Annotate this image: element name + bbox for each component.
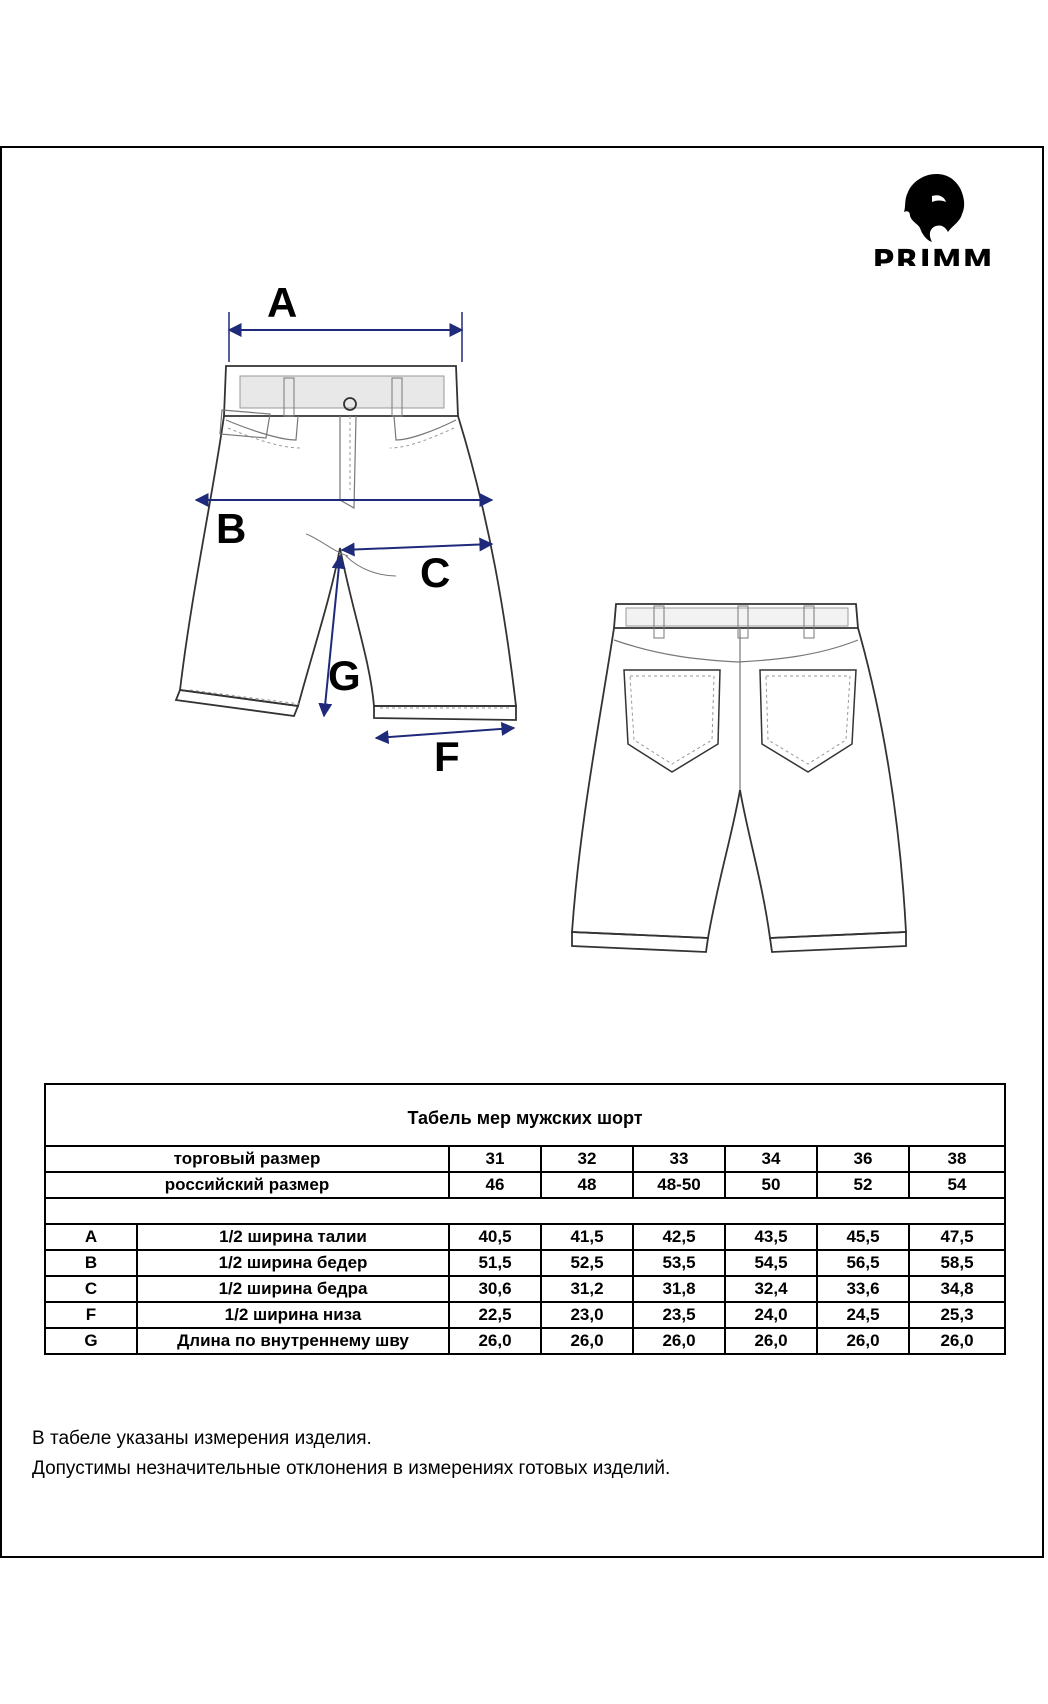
row-label: 1/2 ширина талии (136, 1223, 450, 1251)
dimension-label-f: F (434, 733, 460, 780)
table-header-row: российский размер 46 48 48-50 50 52 54 (44, 1171, 1007, 1199)
header-cell: 32 (540, 1145, 634, 1173)
lion-head-icon (904, 174, 965, 242)
table-cell: 58,5 (907, 1249, 1007, 1277)
table-spacer-row (43, 1197, 1007, 1225)
table-cell: 43,5 (724, 1223, 818, 1251)
header-cell: 46 (448, 1171, 542, 1199)
table-cell: 26,0 (540, 1327, 634, 1355)
table-title: Табель мер мужских шорт (43, 1083, 1007, 1147)
size-chart-table: Табель мер мужских шорт торговый размер … (43, 1083, 1007, 1355)
row-code: A (44, 1223, 138, 1251)
page-frame (0, 146, 1044, 1558)
header-cell: 48-50 (632, 1171, 726, 1199)
table-header-row: торговый размер 31 32 33 34 36 38 (44, 1145, 1007, 1173)
table-cell: 32,4 (724, 1275, 818, 1303)
table-cell: 31,8 (632, 1275, 726, 1303)
dimension-label-b: B (216, 505, 247, 552)
table-cell: 42,5 (632, 1223, 726, 1251)
table-cell: 26,0 (907, 1327, 1007, 1355)
header-cell: 38 (907, 1145, 1007, 1173)
shorts-back-view (571, 603, 907, 953)
row-code: C (44, 1275, 138, 1303)
table-row: F 1/2 ширина низа 22,5 23,0 23,5 24,0 24… (44, 1301, 1007, 1329)
table-cell: 47,5 (907, 1223, 1007, 1251)
header-cell: 34 (724, 1145, 818, 1173)
table-row: A 1/2 ширина талии 40,5 41,5 42,5 43,5 4… (44, 1223, 1007, 1251)
header-cell: 48 (540, 1171, 634, 1199)
row-code: F (44, 1301, 138, 1329)
table-cell: 40,5 (448, 1223, 542, 1251)
table-cell: 23,5 (632, 1301, 726, 1329)
header-cell: 54 (907, 1171, 1007, 1199)
notes-block: В табеле указаны измерения изделия. Допу… (32, 1424, 670, 1484)
dimension-label-a: A (267, 279, 298, 326)
header-cell: 31 (448, 1145, 542, 1173)
header-label: торговый размер (44, 1145, 450, 1173)
shorts-diagram (174, 312, 907, 953)
table-cell: 31,2 (540, 1275, 634, 1303)
header-label: российский размер (44, 1171, 450, 1199)
table-cell: 45,5 (816, 1223, 910, 1251)
table-cell: 56,5 (816, 1249, 910, 1277)
table-spacer (43, 1197, 1007, 1225)
header-cell: 33 (632, 1145, 726, 1173)
table-cell: 34,8 (907, 1275, 1007, 1303)
dimension-label-g: G (328, 652, 361, 699)
row-label: Длина по внутреннему шву (136, 1327, 450, 1355)
row-code: G (44, 1327, 138, 1355)
note-line: В табеле указаны измерения изделия. (32, 1428, 372, 1449)
table-cell: 54,5 (724, 1249, 818, 1277)
row-label: 1/2 ширина бедра (136, 1275, 450, 1303)
header-cell: 52 (816, 1171, 910, 1199)
brand-name: PRIMM (872, 244, 994, 266)
table-cell: 26,0 (816, 1327, 910, 1355)
header-cell: 36 (816, 1145, 910, 1173)
table-cell: 24,0 (724, 1301, 818, 1329)
table-cell: 30,6 (448, 1275, 542, 1303)
table-row: C 1/2 ширина бедра 30,6 31,2 31,8 32,4 3… (44, 1275, 1007, 1303)
header-cell: 50 (724, 1171, 818, 1199)
table-cell: 24,5 (816, 1301, 910, 1329)
table-cell: 22,5 (448, 1301, 542, 1329)
brand-logo: PRIMM (848, 172, 1018, 278)
row-label: 1/2 ширина низа (136, 1301, 450, 1329)
table-row: G Длина по внутреннему шву 26,0 26,0 26,… (44, 1327, 1007, 1355)
table-cell: 26,0 (632, 1327, 726, 1355)
row-code: B (44, 1249, 138, 1277)
table-title-row: Табель мер мужских шорт (43, 1083, 1007, 1147)
shorts-front-view (174, 365, 518, 721)
table-cell: 23,0 (540, 1301, 634, 1329)
table-cell: 52,5 (540, 1249, 634, 1277)
table-cell: 53,5 (632, 1249, 726, 1277)
note-line: Допустимы незначительные отклонения в из… (32, 1458, 671, 1479)
dimension-label-c: C (420, 549, 451, 596)
table-cell: 26,0 (448, 1327, 542, 1355)
table-cell: 51,5 (448, 1249, 542, 1277)
dimension-lines (194, 312, 516, 745)
table-cell: 26,0 (724, 1327, 818, 1355)
table-cell: 25,3 (907, 1301, 1007, 1329)
table-row: B 1/2 ширина бедер 51,5 52,5 53,5 54,5 5… (44, 1249, 1007, 1277)
row-label: 1/2 ширина бедер (136, 1249, 450, 1277)
table-cell: 33,6 (816, 1275, 910, 1303)
table-cell: 41,5 (540, 1223, 634, 1251)
